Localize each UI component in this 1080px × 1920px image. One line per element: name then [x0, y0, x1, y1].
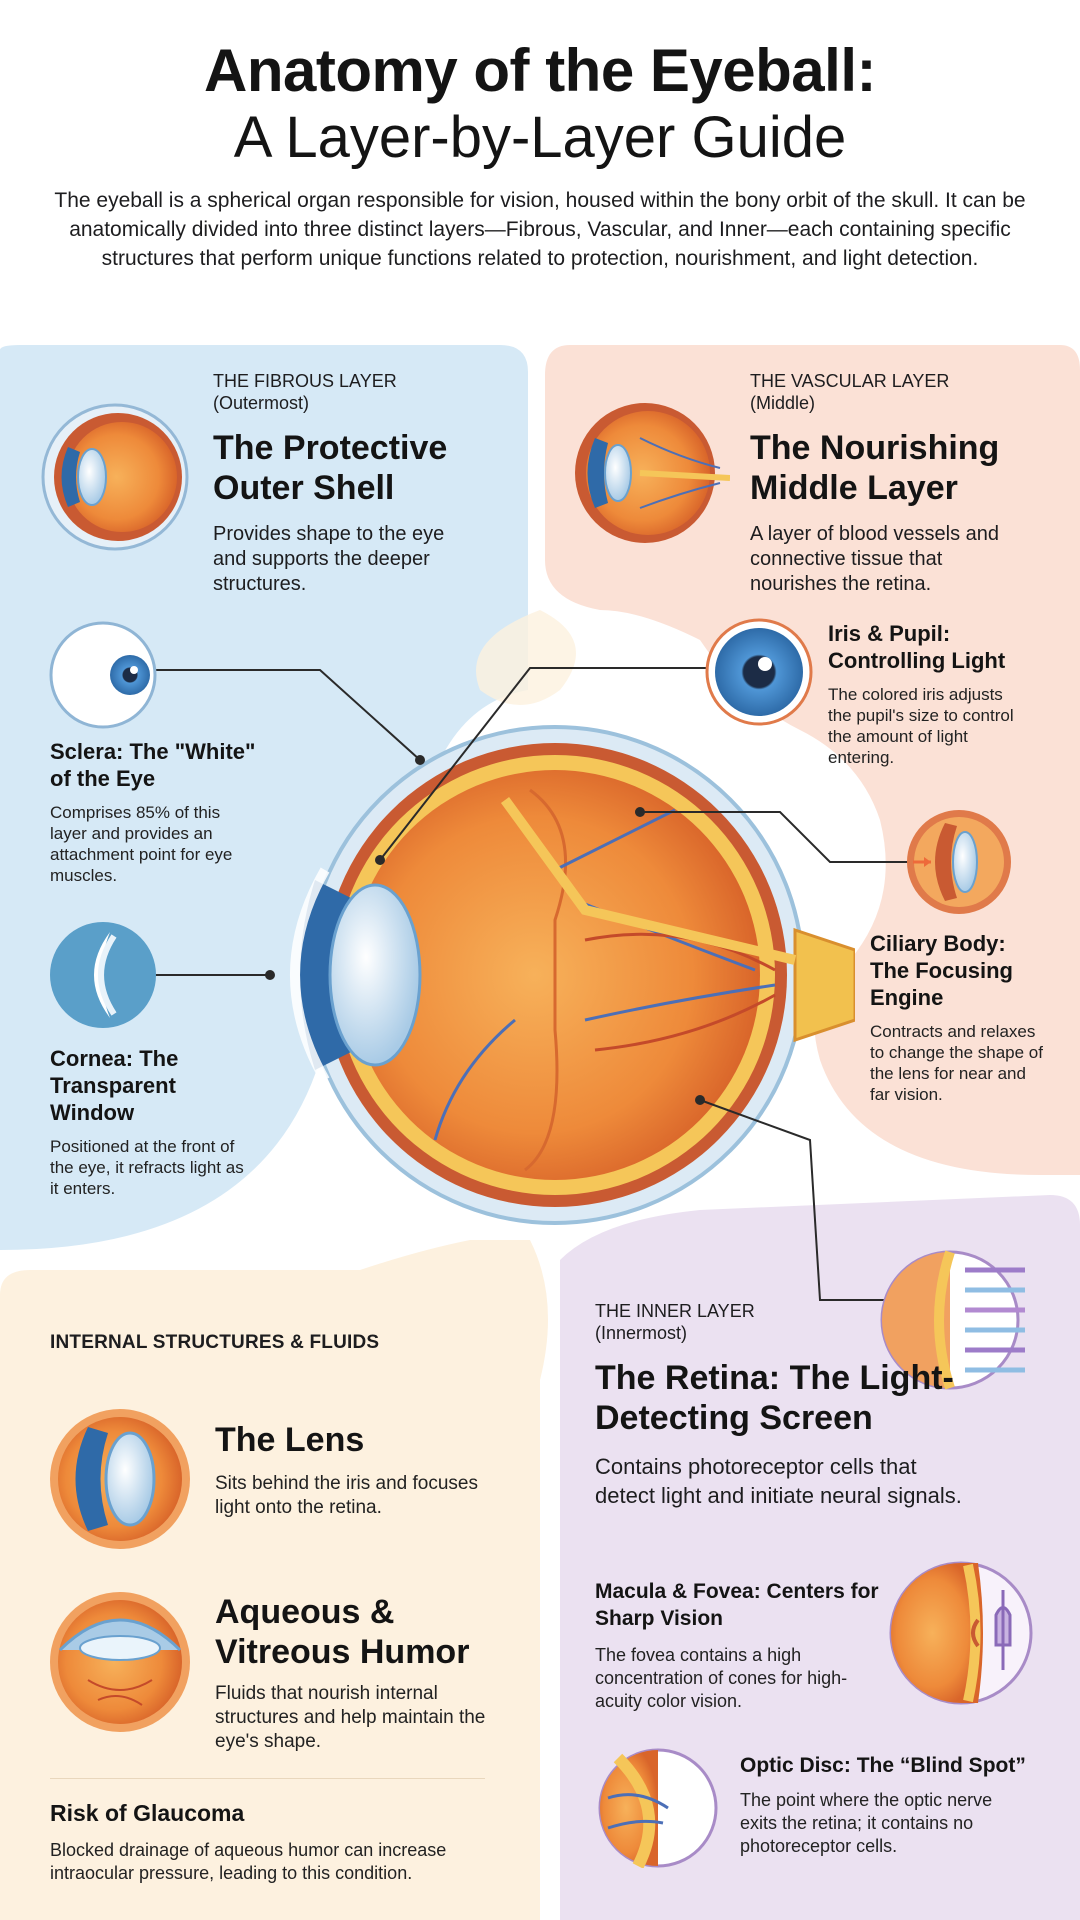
inner-layer-description: Contains photoreceptor cells that detect…	[595, 1454, 962, 1508]
aqueous-vitreous-humor-icon	[50, 1592, 190, 1732]
optic-disc-icon	[598, 1748, 718, 1868]
iris-pupil-title: Iris & Pupil: Controlling Light	[828, 621, 1006, 673]
inner-layer-tag: THE INNER LAYER	[595, 1301, 755, 1321]
glaucoma-divider	[50, 1778, 485, 1779]
macula-fovea-description: The fovea contains a high concentration …	[595, 1645, 848, 1711]
optic-disc-title: Optic Disc: The “Blind Spot”	[740, 1754, 1026, 1777]
ciliary-body-icon	[907, 810, 1011, 914]
macula-fovea-icon	[889, 1561, 1033, 1705]
retina-icon	[880, 1250, 1025, 1390]
fibrous-layer-description: Provides shape to the eye and supports t…	[213, 523, 445, 595]
vascular-layer-position: (Middle)	[750, 393, 816, 413]
cornea-description: Positioned at the front of the eye, it r…	[50, 1137, 244, 1198]
ciliary-body-title: Ciliary Body: The Focusing Engine	[870, 931, 1013, 1010]
intro-paragraph: The eyeball is a spherical organ respons…	[54, 189, 1026, 270]
vascular-layer-tag: THE VASCULAR LAYER	[750, 371, 950, 391]
glaucoma-description: Blocked drainage of aqueous humor can in…	[50, 1840, 447, 1883]
central-eye-diagram	[290, 725, 855, 1225]
page-subtitle: A Layer-by-Layer Guide	[233, 105, 847, 170]
fibrous-layer-tag: THE FIBROUS LAYER	[213, 371, 397, 391]
internal-structures-heading: INTERNAL STRUCTURES & FLUIDS	[50, 1332, 380, 1353]
vascular-layer-description: A layer of blood vessels and connective …	[750, 523, 1000, 595]
sclera-icon	[49, 621, 157, 729]
lens-icon	[50, 1409, 190, 1549]
optic-disc-description: The point where the optic nerve exits th…	[740, 1790, 993, 1856]
vascular-layer-eye-icon	[575, 403, 730, 543]
vascular-layer-title: The Nourishing Middle Layer	[750, 429, 1000, 507]
page-title: Anatomy of the Eyeball:	[204, 37, 876, 104]
ciliary-body-description: Contracts and relaxes to change the shap…	[870, 1022, 1043, 1104]
lens-title: The Lens	[215, 1421, 365, 1459]
cornea-title: Cornea: The Transparent Window	[50, 1046, 179, 1125]
fibrous-layer-position: (Outermost)	[213, 393, 310, 413]
glaucoma-title: Risk of Glaucoma	[50, 1800, 245, 1826]
cornea-icon	[50, 922, 156, 1028]
macula-fovea-title: Macula & Fovea: Centers for Sharp Vision	[595, 1580, 879, 1630]
sclera-description: Comprises 85% of this layer and provides…	[50, 803, 233, 885]
lens-description: Sits behind the iris and focuses light o…	[215, 1473, 478, 1518]
sclera-title: Sclera: The "White" of the Eye	[50, 739, 256, 791]
inner-layer-title: The Retina: The Light-Detecting Screen	[595, 1359, 954, 1437]
iris-pupil-icon	[705, 618, 813, 726]
fibrous-layer-eye-icon	[41, 403, 189, 551]
iris-pupil-description: The colored iris adjusts the pupil's siz…	[828, 685, 1014, 767]
humor-description: Fluids that nourish internal structures …	[215, 1683, 486, 1752]
inner-layer-position: (Innermost)	[595, 1323, 688, 1343]
humor-title: Aqueous & Vitreous Humor	[215, 1593, 470, 1671]
fibrous-layer-title: The Protective Outer Shell	[213, 429, 448, 507]
